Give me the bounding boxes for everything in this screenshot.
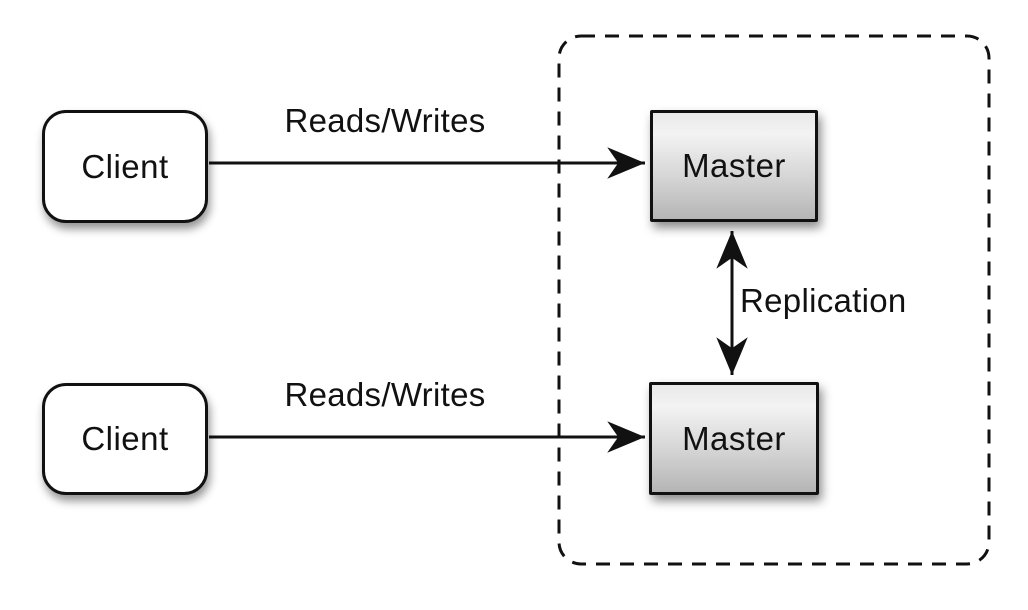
master-top-node: Master — [650, 110, 818, 222]
client-top-node: Client — [42, 110, 208, 223]
reads-writes-top-label: Reads/Writes — [284, 102, 486, 139]
client-bottom-node: Client — [42, 383, 208, 495]
reads-writes-bottom-label: Reads/Writes — [284, 376, 486, 413]
replication-label: Replication — [740, 282, 907, 319]
master-bottom-label: Master — [682, 419, 786, 457]
master-top-label: Master — [682, 147, 786, 184]
master-bottom-node: Master — [649, 382, 819, 495]
client-bottom-label: Client — [81, 420, 169, 457]
client-top-label: Client — [81, 147, 169, 185]
